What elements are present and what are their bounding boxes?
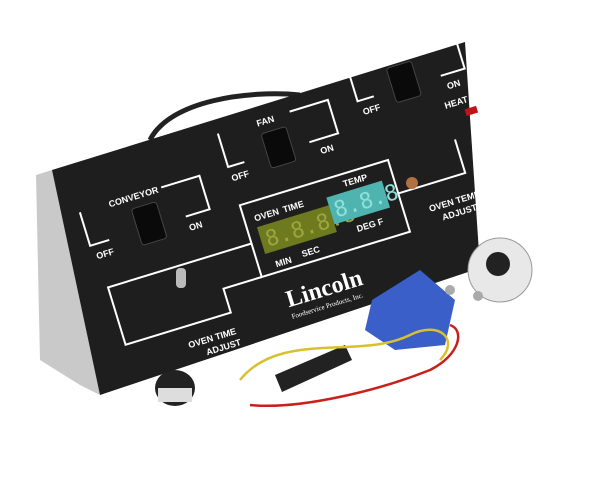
time-adjust-toggle[interactable]: [176, 268, 186, 288]
heat-switch-group: HEAT OFF ON HEAT ON: [346, 33, 484, 117]
knob-cap-base: [158, 388, 192, 402]
heat-on-label: ON: [446, 78, 462, 92]
min-label: MIN: [274, 255, 293, 269]
panel-side: [36, 170, 100, 395]
yellow-wire: [239, 328, 450, 381]
temp-display: [326, 180, 391, 225]
temp-knob: [486, 252, 510, 276]
dip-switch-block: [275, 345, 352, 392]
fan-on-label: ON: [319, 143, 335, 157]
conveyor-rocker-switch[interactable]: [131, 201, 167, 246]
fan-rocker-switch[interactable]: [261, 126, 297, 169]
red-wire: [249, 323, 460, 407]
heat-on-lamp: [464, 105, 479, 117]
temp-adjust-potentiometer[interactable]: [406, 177, 418, 189]
time-display: [256, 205, 337, 254]
control-panel: [52, 42, 480, 395]
screw: [445, 285, 455, 295]
conveyor-on-label: ON: [188, 219, 204, 233]
heat-rocker-switch[interactable]: [386, 61, 422, 103]
screw-2: [473, 291, 483, 301]
cable: [147, 91, 301, 142]
